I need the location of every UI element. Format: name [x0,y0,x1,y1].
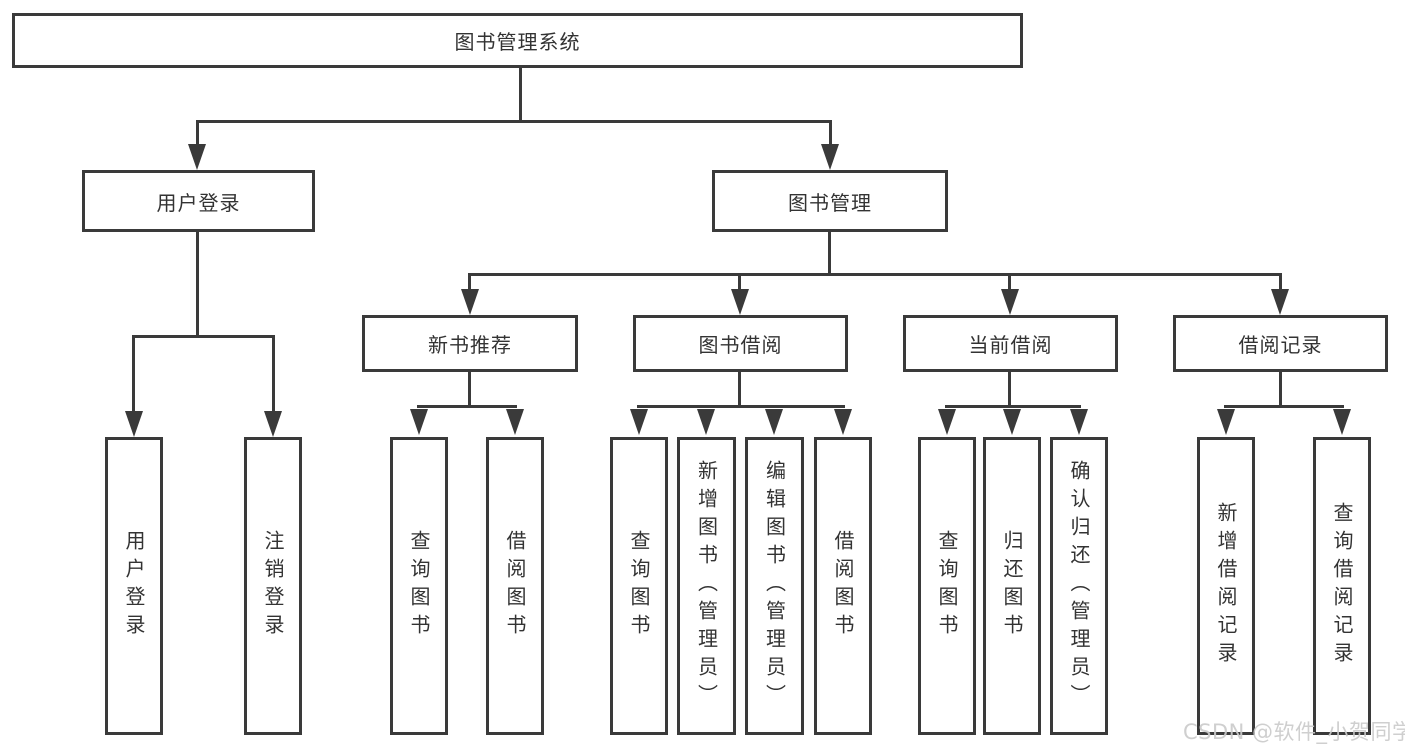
leaf-query-books-current: 查询图书 [918,437,976,735]
leaf-query-books-current-label: 查询图书 [935,530,959,642]
connector-line [132,335,275,338]
node-current-borrowing-label: 当前借阅 [968,333,1053,357]
node-new-book-recommend: 新书推荐 [362,315,578,372]
connector-line [1279,372,1282,408]
connector-line [519,68,522,123]
arrow-down-icon [1001,289,1019,315]
connector-line [132,335,135,415]
node-root-label: 图书管理系统 [454,30,581,54]
leaf-query-books-recommend: 查询图书 [390,437,448,735]
leaf-query-borrow-record-label: 查询借阅记录 [1330,502,1354,670]
leaf-edit-books-admin: 编辑图书（管理员） [745,437,804,735]
node-new-book-recommend-label: 新书推荐 [428,333,512,357]
node-book-borrowing: 图书借阅 [633,315,848,372]
leaf-logout: 注销登录 [244,437,302,735]
csdn-watermark: CSDN @软件_小贺同学 [1183,720,1405,744]
node-book-management-label: 图书管理 [788,190,872,215]
leaf-borrow-books-recommend: 借阅图书 [486,437,544,735]
arrow-down-icon [821,144,839,170]
arrow-down-icon [938,409,956,435]
connector-line [637,405,845,408]
leaf-return-books-label: 归还图书 [1000,530,1024,642]
node-root: 图书管理系统 [12,13,1023,68]
node-current-borrowing: 当前借阅 [903,315,1118,372]
connector-line [468,372,471,408]
leaf-return-books: 归还图书 [983,437,1041,735]
arrow-down-icon [188,144,206,170]
node-user-login: 用户登录 [82,170,315,232]
arrow-down-icon [264,411,282,437]
leaf-logout-label: 注销登录 [261,530,285,642]
arrow-down-icon [834,409,852,435]
leaf-query-books-borrowing: 查询图书 [610,437,668,735]
connector-line [196,120,832,123]
arrow-down-icon [506,409,524,435]
arrow-down-icon [410,409,428,435]
leaf-borrow-books-borrowing: 借阅图书 [814,437,872,735]
leaf-confirm-return-admin: 确认归还（管理员） [1050,437,1108,735]
arrow-down-icon [765,409,783,435]
node-borrowing-records: 借阅记录 [1173,315,1388,372]
leaf-borrow-books-recommend-label: 借阅图书 [503,530,527,642]
arrow-down-icon [461,289,479,315]
connector-line [945,405,1081,408]
arrow-down-icon [697,409,715,435]
leaf-add-borrow-record-label: 新增借阅记录 [1214,502,1238,670]
arrow-down-icon [1271,289,1289,315]
arrow-down-icon [1070,409,1088,435]
connector-line [738,273,741,293]
leaf-confirm-return-admin-label: 确认归还（管理员） [1067,460,1091,712]
connector-line [417,405,517,408]
leaf-add-borrow-record: 新增借阅记录 [1197,437,1255,735]
node-user-login-label: 用户登录 [156,190,241,215]
leaf-query-borrow-record: 查询借阅记录 [1313,437,1371,735]
connector-line [272,335,275,415]
node-book-management: 图书管理 [712,170,948,232]
arrow-down-icon [1003,409,1021,435]
connector-line [468,273,471,293]
connector-line [829,120,832,150]
leaf-query-books-borrowing-label: 查询图书 [627,530,651,642]
node-book-borrowing-label: 图书借阅 [698,333,783,357]
arrow-down-icon [1333,409,1351,435]
leaf-borrow-books-borrowing-label: 借阅图书 [831,530,855,642]
arrow-down-icon [630,409,648,435]
leaf-add-books-admin: 新增图书（管理员） [677,437,736,735]
connector-line [196,120,199,150]
connector-line [738,372,741,408]
connector-line [1008,273,1011,293]
arrow-down-icon [731,289,749,315]
arrow-down-icon [125,411,143,437]
connector-line [1008,372,1011,408]
leaf-user-login-label: 用户登录 [122,530,146,642]
connector-line [828,232,831,276]
connector-line [468,273,1282,276]
node-borrowing-records-label: 借阅记录 [1238,333,1323,357]
connector-line [196,232,199,338]
connector-line [1279,273,1282,293]
connector-line [1224,405,1344,408]
leaf-add-books-admin-label: 新增图书（管理员） [694,460,719,712]
leaf-user-login: 用户登录 [105,437,163,735]
arrow-down-icon [1217,409,1235,435]
leaf-edit-books-admin-label: 编辑图书（管理员） [762,460,787,712]
leaf-query-books-recommend-label: 查询图书 [407,530,431,642]
